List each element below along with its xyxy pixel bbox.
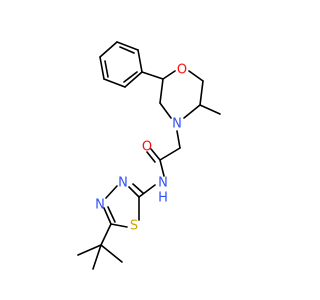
- bond: [162, 70, 176, 80]
- bond: [159, 159, 165, 177]
- structure-canvas: O N O N H N N S: [77, 41, 221, 270]
- atom-label-nitrogen: N: [118, 176, 128, 191]
- bond: [105, 185, 118, 199]
- phenyl-ring: [99, 41, 143, 88]
- bond: [183, 104, 201, 119]
- bond: [103, 207, 112, 225]
- bond: [103, 78, 126, 88]
- atom-label-sulfur: S: [130, 219, 138, 234]
- bond: [100, 244, 123, 263]
- carbonyl-bond-double: [146, 151, 156, 163]
- atom-label-nitrogen: N: [158, 176, 168, 191]
- bond: [77, 244, 102, 256]
- bond: [92, 244, 102, 270]
- thiadiazole-ring: [103, 183, 144, 228]
- bond: [99, 56, 105, 80]
- atom-label-nitrogen: N: [95, 198, 105, 213]
- bond: [100, 223, 112, 246]
- bond-double: [107, 206, 116, 223]
- bond: [159, 147, 181, 161]
- molecule-drawing: O N O N H N N S: [77, 41, 221, 270]
- bond: [128, 186, 140, 198]
- atom-label-oxygen: O: [142, 140, 152, 155]
- methyl-bond: [199, 104, 221, 115]
- bond: [141, 71, 164, 80]
- carbonyl-bond: [150, 148, 161, 161]
- bond: [99, 41, 118, 58]
- bond: [159, 78, 164, 104]
- bond: [116, 41, 139, 51]
- atom-label-nitrogen: N: [172, 117, 182, 132]
- bond: [188, 70, 204, 82]
- atom-label-hydrogen: H: [158, 191, 168, 206]
- bond: [137, 49, 143, 73]
- bond-double: [104, 60, 109, 78]
- bond: [138, 184, 156, 198]
- atom-label-oxygen: O: [177, 63, 187, 78]
- bond: [199, 80, 204, 106]
- bond: [110, 223, 128, 228]
- tert-butyl-group: [77, 223, 123, 270]
- bond-double: [132, 183, 144, 194]
- bond-double: [123, 71, 138, 83]
- bond: [124, 71, 143, 88]
- bond-double: [119, 46, 135, 54]
- morpholine-ring: [159, 70, 204, 119]
- bond: [159, 102, 172, 119]
- bond: [176, 130, 181, 149]
